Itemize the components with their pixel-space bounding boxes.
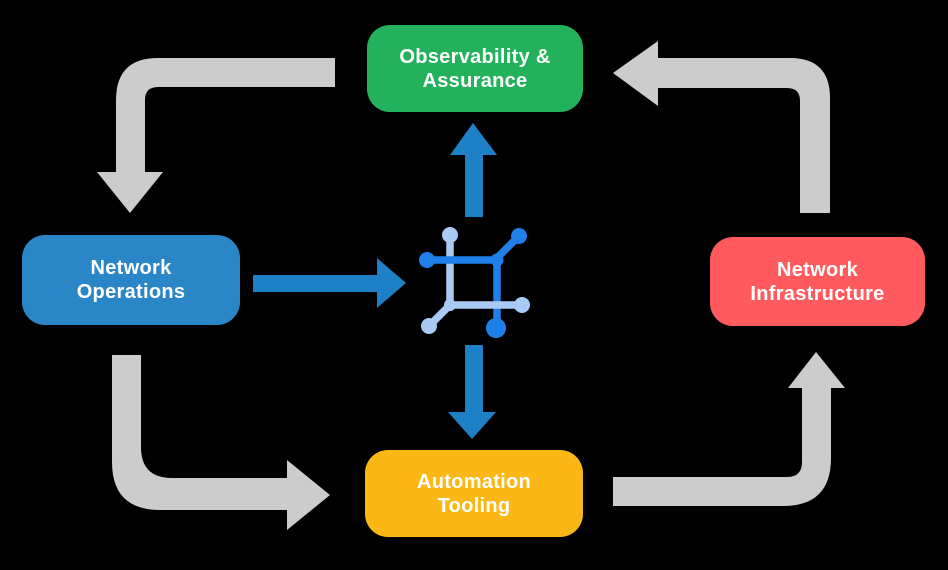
node-label-line: Automation bbox=[416, 470, 532, 493]
arrow-center-to-observability-icon bbox=[450, 123, 497, 217]
node-network-infrastructure: Network Infrastructure bbox=[710, 237, 925, 326]
arrow-operations-to-automation-icon bbox=[112, 355, 330, 530]
node-label-line: Operations bbox=[76, 281, 186, 303]
arrow-observability-to-operations-icon bbox=[97, 58, 335, 213]
network-chip-icon bbox=[419, 227, 530, 338]
node-observability-assurance: Observability & Assurance bbox=[367, 25, 583, 112]
arrow-center-to-automation-icon bbox=[448, 345, 496, 439]
arrow-infrastructure-to-observability-icon bbox=[613, 41, 830, 213]
arrow-automation-to-infrastructure-icon bbox=[613, 352, 845, 506]
node-label-line: Assurance bbox=[422, 69, 528, 92]
node-label-line: Infrastructure bbox=[750, 282, 885, 305]
node-automation-tooling: Automation Tooling bbox=[365, 450, 583, 537]
node-label-line: Tooling bbox=[437, 494, 511, 517]
node-label-line: Observability & bbox=[399, 45, 551, 68]
node-network-operations: Network Operations bbox=[22, 235, 240, 325]
arrow-operations-to-center-icon bbox=[253, 258, 406, 308]
node-label-line: Network bbox=[776, 258, 858, 281]
node-label-line: Network bbox=[90, 257, 172, 279]
